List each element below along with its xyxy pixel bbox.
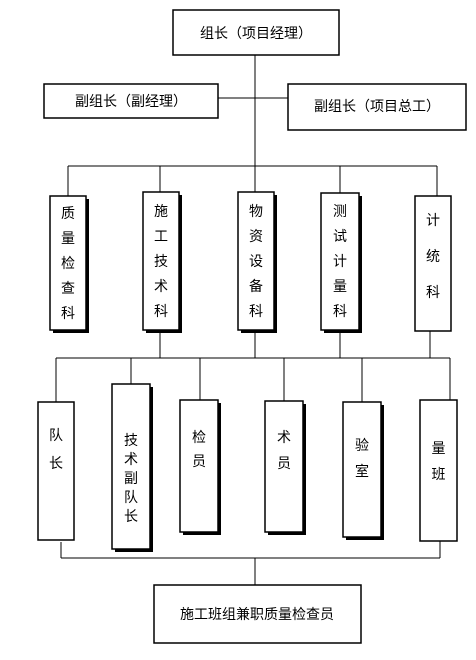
department-box-frame — [142, 191, 180, 331]
department-box-frame — [320, 192, 360, 331]
team-box-frame — [342, 401, 382, 538]
team-box-3: 术员 — [264, 400, 306, 535]
team-label: 量班 — [432, 441, 446, 483]
team-box-frame — [419, 399, 458, 542]
bottom-box-label: 施工班组兼职质量检查员 — [180, 607, 334, 623]
top-box: 组长（项目经理） — [172, 9, 340, 56]
deputy-box-right: 副组长（项目总工） — [287, 83, 467, 131]
team-box-5: 量班 — [419, 399, 458, 542]
team-label: 术员 — [277, 430, 291, 472]
department-box-2: 物资设备科 — [237, 191, 277, 333]
deputy-box-left: 副组长（副经理） — [43, 83, 219, 119]
department-box-0: 质量检查科 — [49, 195, 89, 333]
team-label: 检员 — [192, 430, 206, 470]
team-label: 队长 — [49, 428, 63, 472]
team-box-frame — [111, 383, 151, 550]
team-label: 技术副队长 — [124, 433, 138, 525]
team-box-frame — [264, 400, 304, 533]
department-box-frame — [237, 191, 275, 331]
top-box-label: 组长（项目经理） — [200, 26, 312, 42]
team-box-0: 队长 — [37, 401, 75, 541]
team-box-4: 验室 — [342, 401, 384, 540]
team-row: 队长 技术副队长 检员 术员 验室 量班 — [37, 383, 458, 552]
deputy-right-label: 副组长（项目总工） — [314, 99, 440, 115]
department-label: 计统科 — [426, 213, 440, 301]
deputy-left-label: 副组长（副经理） — [75, 94, 187, 110]
department-label: 质量检查科 — [61, 206, 75, 322]
department-box-4: 计统科 — [414, 195, 452, 332]
department-box-frame — [414, 195, 452, 332]
team-box-frame — [179, 399, 219, 533]
department-row: 质量检查科 施工技术科 物资设备科 测试计量科 计统科 — [49, 191, 452, 333]
bottom-box: 施工班组兼职质量检查员 — [153, 584, 362, 644]
team-box-frame — [37, 401, 75, 541]
department-box-3: 测试计量科 — [320, 192, 362, 333]
connectors — [55, 55, 451, 585]
department-label: 施工技术科 — [154, 204, 168, 320]
team-box-2: 检员 — [179, 399, 221, 535]
department-box-1: 施工技术科 — [142, 191, 182, 333]
department-box-frame — [49, 195, 87, 331]
department-label: 测试计量科 — [333, 204, 347, 320]
department-label: 物资设备科 — [249, 204, 263, 320]
team-box-1: 技术副队长 — [111, 383, 153, 552]
team-label: 验室 — [355, 438, 369, 480]
